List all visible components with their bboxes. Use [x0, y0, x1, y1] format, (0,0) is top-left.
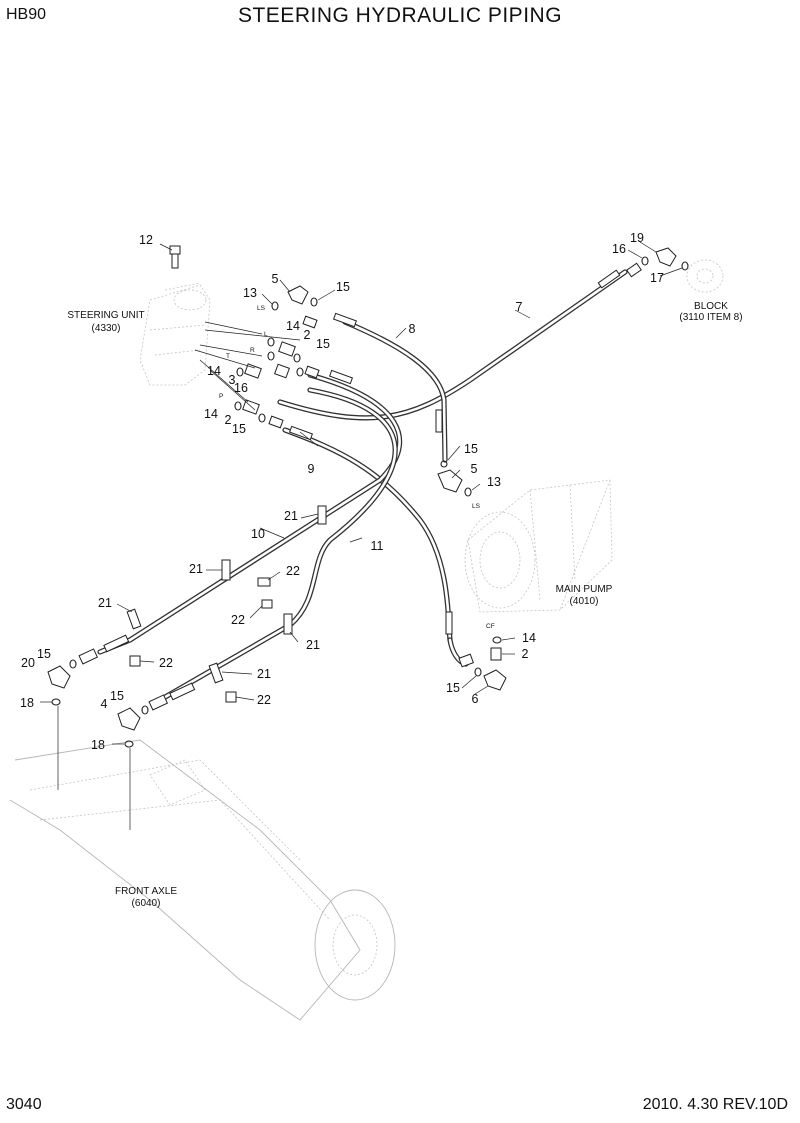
callout-2: 2 [522, 647, 529, 661]
model-name: HB90 [6, 6, 47, 23]
callout-21: 21 [257, 667, 271, 681]
callout-14: 14 [204, 407, 218, 421]
page-number: 3040 [6, 1096, 42, 1113]
revision-date: 2010. 4.30 REV.10D [642, 1096, 788, 1113]
callout-15: 15 [464, 442, 478, 456]
main-pump-outline [464, 479, 613, 613]
callout-22: 22 [159, 656, 173, 670]
port-tag-l: L [264, 331, 268, 338]
page-title: STEERING HYDRAULIC PIPING [237, 4, 563, 27]
steering-unit-code: (4330) [92, 323, 121, 334]
callout-16: 16 [612, 242, 626, 256]
callout-9: 9 [308, 462, 315, 476]
callout-2: 2 [304, 328, 311, 342]
callout-14: 14 [286, 319, 300, 333]
callout-21: 21 [284, 509, 298, 523]
callout-15: 15 [37, 647, 51, 661]
callout-16: 16 [234, 381, 248, 395]
main-pump-name: MAIN PUMP [556, 584, 613, 595]
callout-21: 21 [189, 562, 203, 576]
callout-20: 20 [21, 656, 35, 670]
block-code: (3110 ITEM 8) [679, 312, 742, 323]
block-name: BLOCK [694, 301, 728, 312]
callout-18: 18 [91, 738, 105, 752]
front-axle-label: FRONT AXLE (6040) [115, 886, 177, 909]
steering-unit-name: STEERING UNIT [67, 310, 144, 321]
main-pump-code: (4010) [570, 596, 599, 607]
callout-13: 13 [487, 475, 501, 489]
hose-sleeves [103, 269, 621, 701]
fittings [47, 245, 689, 748]
leader-lines [40, 241, 683, 830]
callout-15: 15 [232, 422, 246, 436]
callout-14: 14 [207, 364, 221, 378]
port-tag-p: P [219, 393, 223, 400]
callout-14: 14 [522, 631, 536, 645]
callout-21: 21 [98, 596, 112, 610]
part-callouts: 12 5 13 15 7 8 19 16 17 14 2 15 14 3 16 … [20, 231, 664, 752]
port-tag-r: R [250, 347, 255, 354]
callout-10: 10 [251, 527, 265, 541]
callout-21: 21 [306, 638, 320, 652]
callout-15: 15 [446, 681, 460, 695]
steering-unit-outline [139, 282, 211, 386]
callout-22: 22 [286, 564, 300, 578]
callout-8: 8 [409, 322, 416, 336]
callout-17: 17 [650, 271, 664, 285]
callout-15: 15 [336, 280, 350, 294]
callout-3: 3 [229, 373, 236, 387]
callout-13: 13 [243, 286, 257, 300]
callout-11: 11 [371, 539, 384, 553]
callout-5: 5 [272, 272, 279, 286]
callout-15: 15 [316, 337, 330, 351]
callout-12: 12 [139, 233, 153, 247]
callout-7: 7 [516, 300, 523, 314]
callout-4: 4 [101, 697, 108, 711]
callout-15: 15 [110, 689, 124, 703]
block-label: BLOCK (3110 ITEM 8) [679, 301, 742, 323]
port-tag-ls-pump: LS [472, 503, 481, 510]
callout-19: 19 [630, 231, 644, 245]
steering-unit-label: STEERING UNIT (4330) [67, 310, 144, 334]
port-tag-ls: LS [257, 305, 266, 312]
callout-18: 18 [20, 696, 34, 710]
callout-22: 22 [257, 693, 271, 707]
front-axle-name: FRONT AXLE [115, 886, 177, 897]
callout-6: 6 [472, 692, 479, 706]
block-outline [686, 259, 724, 293]
port-tag-t: T [226, 353, 230, 360]
main-pump-label: MAIN PUMP (4010) [556, 584, 613, 607]
callout-2: 2 [225, 413, 232, 427]
port-tag-cf: CF [486, 623, 495, 630]
front-axle-code: (6040) [132, 898, 161, 909]
front-axle-outline [9, 739, 396, 1021]
callout-5: 5 [471, 462, 478, 476]
callout-22: 22 [231, 613, 245, 627]
